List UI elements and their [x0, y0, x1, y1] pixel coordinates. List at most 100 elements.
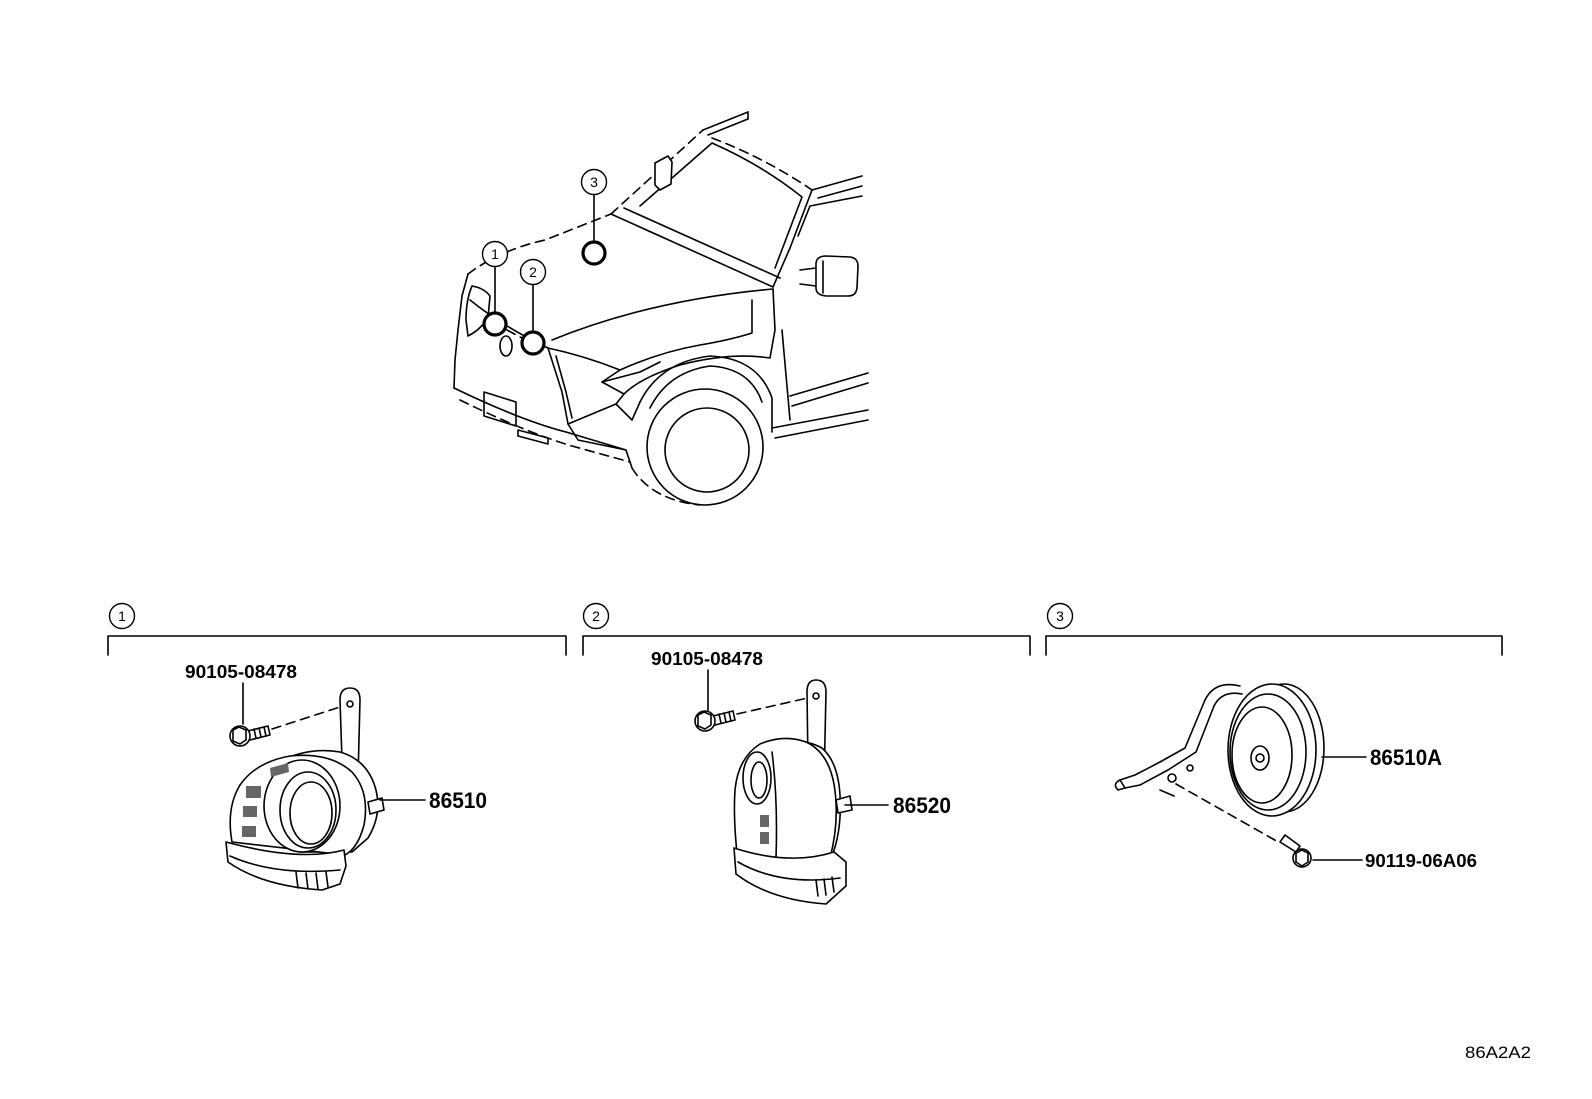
grille-inner-line: [555, 355, 573, 419]
hidden-line: [506, 329, 523, 339]
section-marker-circle: [108, 602, 136, 630]
horn-decal: [246, 786, 261, 798]
horn-part-number: 86510: [429, 788, 487, 813]
bracket-hole: [812, 692, 820, 700]
near-headlamp: [601, 361, 661, 383]
bolt-part-number: 90105-08478: [185, 662, 297, 682]
section-3: 3 86510A 90119-06A06: [1045, 602, 1503, 871]
bracket-hole: [1186, 764, 1194, 772]
illustration-code: 86A2A2: [1465, 1043, 1531, 1062]
bolt-head: [1295, 849, 1309, 867]
horn-illustration: [733, 679, 853, 905]
horn-badge: [270, 763, 289, 777]
bolt-illustration: [694, 710, 736, 732]
windshield-glass: [639, 142, 803, 269]
bolt-head: [232, 726, 247, 745]
bumper-corner: [567, 423, 627, 451]
bumper-corner: [615, 401, 641, 421]
callout-circle: [580, 168, 608, 196]
vehicle-illustration: [453, 111, 869, 506]
bracket-tab: [1114, 779, 1126, 791]
horn-disc-ring: [1229, 693, 1307, 811]
horn-decal: [242, 826, 256, 837]
bolt-thread: [253, 726, 267, 739]
section-marker-number: 1: [118, 608, 126, 624]
vehicle-callout-3: 3: [580, 168, 608, 266]
section-2: 2 90105-08478 86520: [582, 602, 1031, 905]
horn-part-number: 86520: [893, 793, 951, 818]
horn-connector: [835, 795, 853, 814]
callout-circle: [519, 258, 547, 286]
horn-base-ribs: [295, 871, 329, 890]
body-front-edge: [453, 273, 469, 389]
callout-circle: [481, 240, 509, 268]
bolt-part-number: 90105-08478: [651, 649, 763, 669]
horn-bracket: [1119, 683, 1241, 781]
horn-opening: [279, 771, 337, 849]
door-front-edge: [781, 329, 791, 421]
bolt-alignment-line: [1175, 783, 1281, 844]
horn-location-marker: [482, 311, 508, 337]
near-side-mirror: [815, 255, 859, 297]
callout-number: 1: [491, 246, 499, 262]
bumper-chin-line: [459, 399, 631, 463]
section-marker-circle: [582, 602, 610, 630]
horn-opening-inner: [289, 781, 333, 845]
section-marker-number: 3: [1056, 608, 1064, 624]
bolt-part-number: 90119-06A06: [1365, 851, 1477, 871]
license-plate: [483, 391, 517, 427]
bolt-alignment-line: [271, 704, 347, 730]
body-side-line: [791, 382, 869, 407]
front-grille: [547, 347, 625, 425]
section-bracket: [1045, 635, 1503, 656]
section-bracket: [582, 635, 1031, 656]
roof-line: [702, 111, 749, 131]
bracket-hole: [346, 700, 354, 708]
horn-decal: [760, 815, 769, 827]
section-marker-number: 2: [592, 608, 600, 624]
bolt-head: [697, 711, 712, 730]
vehicle-callout-1: 1: [481, 240, 509, 337]
cowl-line: [610, 213, 774, 288]
windshield-right-pillar: [772, 189, 813, 288]
horn-opening-inner: [750, 761, 768, 799]
windshield-top-edge: [711, 137, 813, 191]
horn-base-ribs: [815, 876, 835, 897]
horn-illustration: [1114, 683, 1325, 817]
wheel-arch: [639, 355, 773, 433]
horn-illustration: [225, 687, 385, 891]
horn-front-edge: [771, 751, 778, 859]
horn-location-marker: [581, 240, 607, 266]
lower-body-hidden-line: [631, 467, 701, 506]
horn-base-trim: [229, 855, 341, 873]
body-side-line: [789, 372, 869, 397]
bracket-hole: [1167, 773, 1177, 783]
callout-number: 3: [590, 174, 598, 190]
front-wheel-rim: [664, 407, 750, 493]
front-sensor: [499, 335, 513, 357]
horn-decal: [243, 806, 257, 817]
roof-line: [707, 111, 749, 136]
bolt-shank: [1279, 834, 1301, 853]
rocker-panel: [771, 409, 869, 429]
lower-grille: [517, 429, 549, 445]
horn-bracket: [1124, 692, 1243, 789]
bolt-illustration: [1279, 834, 1312, 868]
vehicle-callout-2: 2: [506, 258, 547, 356]
roof-rail: [817, 185, 863, 199]
section-bracket: [107, 635, 567, 656]
horn-center-dot: [1255, 753, 1265, 763]
cowl-line: [623, 207, 781, 279]
mirror-mount: [799, 267, 817, 287]
side-window-line: [797, 195, 863, 237]
bolt-thread: [718, 711, 732, 724]
near-headlamp: [619, 299, 753, 371]
bolt-illustration: [229, 725, 271, 747]
horn-location-marker: [520, 330, 546, 356]
far-headlamp: [465, 285, 491, 337]
fender-line: [623, 288, 776, 395]
section-1: 1 90105-08478 86: [107, 602, 567, 891]
far-side-mirror: [654, 155, 673, 191]
